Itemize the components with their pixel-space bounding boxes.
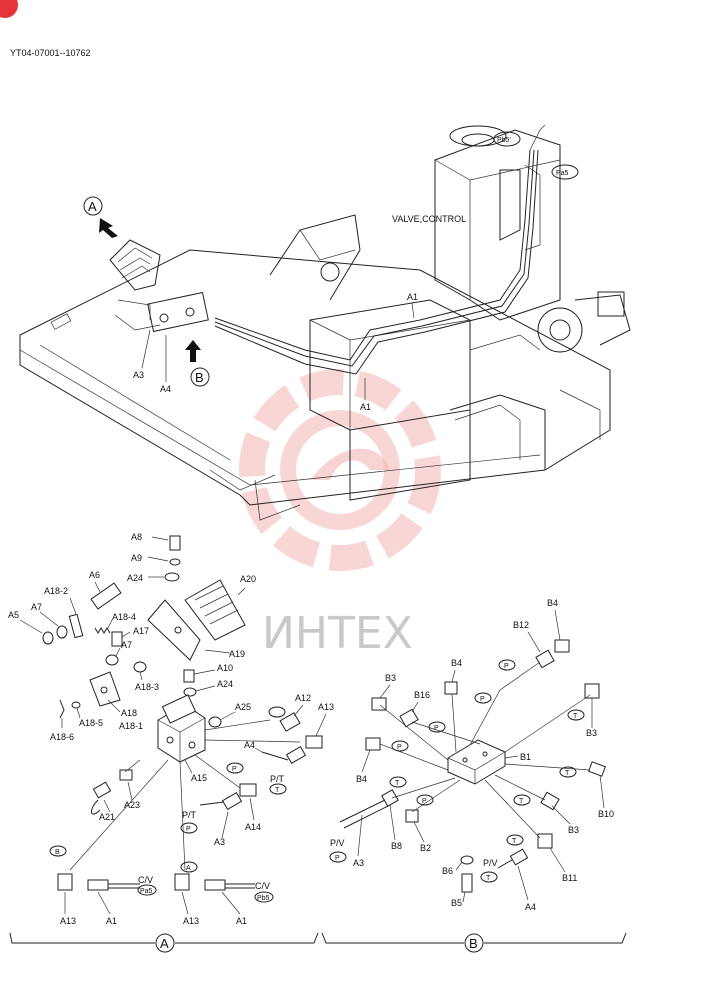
label-b4-mid: B4 (451, 658, 462, 668)
section-brackets: A B (9, 932, 627, 953)
label-a4-b: A4 (525, 902, 536, 912)
label-a24-mid: A24 (217, 679, 233, 689)
label-b8: B8 (391, 841, 402, 851)
label-a13-bottom-right: A13 (183, 916, 199, 926)
label-a1-bottom-right: A1 (236, 916, 247, 926)
label-a24-top: A24 (127, 573, 143, 583)
label-a6: A6 (89, 570, 100, 580)
label-b2: B2 (420, 843, 431, 853)
label-a23: A23 (124, 800, 140, 810)
label-a13-right: A13 (318, 702, 334, 712)
label-a7-top: A7 (31, 602, 42, 612)
section-a-label: A (160, 936, 169, 951)
label-a18-4: A18-4 (112, 612, 136, 622)
label-b4-low: B4 (356, 774, 367, 784)
label-a18-5: A18-5 (79, 718, 103, 728)
label-b10: B10 (598, 809, 614, 819)
label-a3-b: A3 (353, 858, 364, 868)
label-pb5-top: Pb5' (497, 137, 511, 144)
label-t-low2: T (565, 770, 570, 777)
label-a10: A10 (217, 663, 233, 673)
label-a13-bottom-left: A13 (60, 916, 76, 926)
label-b16: B16 (414, 690, 430, 700)
label-cv-left: C/V (138, 875, 153, 885)
label-a-tag: A (186, 865, 191, 872)
label-b12: B12 (513, 620, 529, 630)
label-a18-2: A18-2 (44, 586, 68, 596)
label-a18-6: A18-6 (50, 732, 74, 742)
label-pv: P/V (330, 838, 345, 848)
label-b4-top: B4 (547, 598, 558, 608)
label-a21: A21 (99, 812, 115, 822)
label-a12: A12 (295, 693, 311, 703)
label-a15: A15 (191, 773, 207, 783)
label-a20: A20 (240, 574, 256, 584)
label-pb5-detail: Pb5 (257, 895, 270, 902)
label-a7-mid: A7 (121, 640, 132, 650)
label-a5: A5 (8, 610, 19, 620)
label-pt-left: P/T (182, 810, 197, 820)
label-b1: B1 (520, 752, 531, 762)
label-a9: A9 (131, 553, 142, 563)
label-a1-upper: A1 (407, 292, 418, 302)
detail-b-assembly: B4 B12 P B3 B4 B16 P P T B3 B4 P B1 T T … (329, 598, 614, 912)
view-b-marker: B (195, 370, 204, 385)
section-b-label: B (469, 936, 478, 951)
document-id: YT04-07001--10762 (10, 48, 91, 58)
label-p-left: P (186, 826, 191, 833)
watermark-text: ИНТЕХ (262, 608, 413, 659)
top-assembly: A B VALVE,CONTROL A1 A1 A3 A4 Pb5' Pa5 (19, 124, 631, 521)
label-p-mid: P (480, 696, 485, 703)
label-a14: A14 (245, 822, 261, 832)
label-p-pv: P (335, 855, 340, 862)
label-b6: B6 (442, 866, 453, 876)
label-b5: B5 (451, 898, 462, 908)
label-a4-top: A4 (160, 384, 171, 394)
label-a18-1: A18-1 (119, 721, 143, 731)
label-a1-lower: A1 (360, 402, 371, 412)
watermark-logo: ИНТЕХ (239, 369, 441, 659)
label-b3-low: B3 (568, 825, 579, 835)
label-pa5-top: Pa5 (556, 170, 569, 177)
label-a8: A8 (131, 532, 142, 542)
label-t-b11: T (512, 838, 517, 845)
label-b11: B11 (562, 873, 577, 883)
label-a3-top: A3 (133, 370, 144, 380)
label-p-low: P (397, 744, 402, 751)
label-t-a4: T (486, 875, 491, 882)
label-cv-right: C/V (255, 881, 270, 891)
detail-a-assembly: A8 A9 A24 A20 A6 A18-2 A7 A5 A18-4 A17 A… (8, 532, 334, 926)
label-a17: A17 (133, 626, 149, 636)
label-p-b8: P (422, 798, 427, 805)
label-t-right: T (275, 787, 280, 794)
label-a25: A25 (235, 702, 251, 712)
label-pa5-detail: Pa5 (140, 888, 153, 895)
label-p-top: P (504, 663, 509, 670)
label-a19: A19 (229, 649, 245, 659)
corner-badge (0, 0, 18, 18)
label-t-b2: T (519, 798, 524, 805)
label-pt-right: P/T (270, 774, 285, 784)
label-t-r: T (573, 713, 578, 720)
label-b3-left: B3 (385, 673, 396, 683)
label-t-low: T (395, 780, 400, 787)
valve-control-label: VALVE,CONTROL (392, 214, 466, 224)
label-b-tag: B (55, 849, 60, 856)
view-a-marker: A (88, 199, 97, 214)
label-p-mid2: P (434, 725, 439, 732)
label-a3-detail: A3 (214, 837, 225, 847)
label-pv2: P/V (483, 858, 498, 868)
label-b3-right: B3 (586, 728, 597, 738)
label-a18: A18 (121, 708, 137, 718)
label-a4: A4 (244, 740, 255, 750)
label-p-right: P (232, 766, 237, 773)
label-a18-3: A18-3 (135, 682, 159, 692)
label-a1-bottom-left: A1 (106, 916, 117, 926)
